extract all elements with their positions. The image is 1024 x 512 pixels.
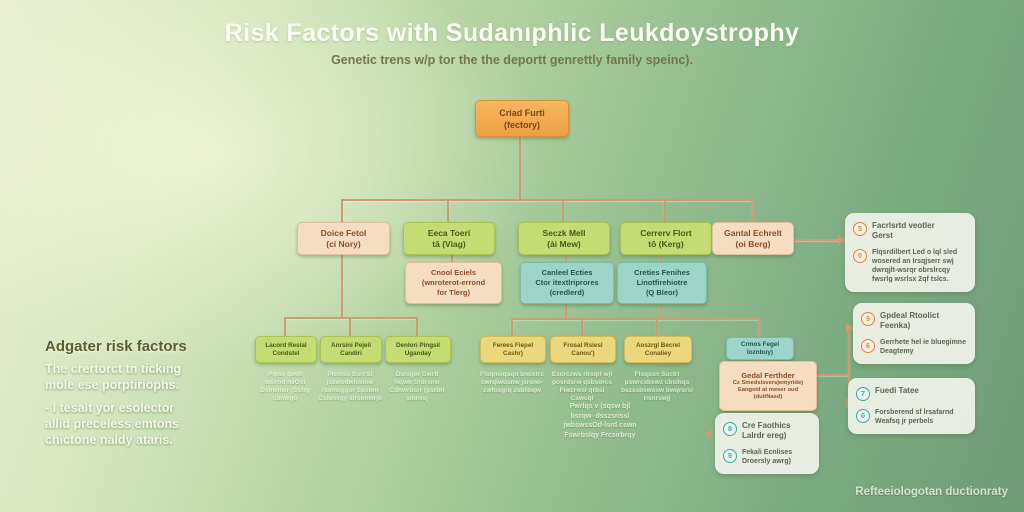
panel-item-text: Fuedi Tatee <box>875 386 919 395</box>
row4-node-yellow-3: Aoszrgl Becrel Conaliey <box>624 336 692 363</box>
connector-mid-horizontal <box>511 318 760 320</box>
connector-to-panel1 <box>792 239 840 241</box>
row3-node-3: Creties Fenihes Linotfirehiotre (Q Bleor… <box>617 262 707 304</box>
panel-item: 5 Fekali Ecnlises Droersly awrg) <box>723 448 811 466</box>
numbered-circle-icon: 5 <box>723 449 737 463</box>
numbered-circle-icon: 9 <box>861 312 875 326</box>
detail-node: Gedal Ferthder Cz Smedsisversjemyride) E… <box>719 361 817 411</box>
numbered-circle-icon: 5 <box>853 222 867 236</box>
caption-1: Pipse Ipwtl wslrod nvOst Dsnwnwr (Ssfrg … <box>260 371 310 402</box>
arrow-down-detail-icon <box>754 356 764 364</box>
footer-caption: Refteeiologotan ductionraty <box>855 486 1008 498</box>
connector-mid-drop-2 <box>581 318 583 336</box>
numbered-circle-icon: 8 <box>723 422 737 436</box>
row4-node-yellow-1: Ferees Fiepel Cashr) <box>480 336 546 363</box>
connector-left-riser <box>341 252 343 318</box>
numbered-circle-icon: 0 <box>853 249 867 263</box>
arrow-left-panel4-icon <box>704 429 712 439</box>
caption-5: Escrczws rbsqrl wjl posrdsrw qsbsorcs Fi… <box>551 371 613 402</box>
panel-item-text: Facrlsrtd veotler Gerst <box>872 221 935 240</box>
row2-node-4: Cerrerv Flort tō (Kerg) <box>620 222 712 255</box>
panel-item: 8 Cre Faothics Lalrdr ereg) <box>723 421 811 441</box>
row2-node-1: Doice Fetol (ci Nory) <box>297 222 390 255</box>
row4-node-yellow-2: Frosal Rsiesl Canou') <box>550 336 616 363</box>
connector-split-vertical <box>848 328 850 404</box>
page-subtitle: Genetic trens w/p tor the the deportt ge… <box>331 53 693 67</box>
connector-drop-2 <box>447 199 449 223</box>
info-panel-4: 8 Cre Faothics Lalrdr ereg) 5 Fekali Ecn… <box>715 413 819 474</box>
page-title: Risk Factors with Sudanıphlic Leukdoystr… <box>224 19 800 47</box>
row2-node-3: Seczk Mell (ài Mew) <box>518 222 610 255</box>
row2-node-5: Gantal Echrelt (oi Berg) <box>712 222 794 255</box>
info-panel-1: 5 Facrlsrtd veotler Gerst 0 Flqsrdilbert… <box>845 213 975 292</box>
arrow-right-panel2-icon <box>846 323 854 333</box>
row3-node-2: Canleel Ecties Ctor itextlriprores (cred… <box>520 262 614 304</box>
connector-left-horizontal <box>284 317 418 319</box>
connector-mid-drop-4 <box>758 318 760 337</box>
connector-row3-2 <box>565 252 567 263</box>
connector-left-drop-1 <box>284 317 286 336</box>
panel-item: 9 Gpdeal Rtoolict Feenka) <box>861 311 967 331</box>
row4-node-green-1: Lacord Resial Condstel <box>255 336 317 363</box>
connector-mid-drop-1 <box>511 318 513 336</box>
panel-item: 7 Fuedi Tatee <box>856 386 967 401</box>
connector-row3-1 <box>451 252 453 263</box>
info-panel-3: 7 Fuedi Tatee 0 Forsberend sf lrsafarnd … <box>848 378 975 434</box>
connector-mid-riser-1 <box>565 302 567 319</box>
connector-detail-to-split <box>812 374 850 376</box>
connector-drop-1 <box>341 199 343 223</box>
row4-node-teal: Crmos Fegel Ioznbuy) <box>726 337 794 360</box>
detail-node-body: Cz Smedsisversjemyride) Eangsid at meser… <box>732 379 804 401</box>
panel-item-text: Forsberend sf lrsafarnd Weafsq jr perbel… <box>875 409 954 425</box>
panel-item-text: Fekali Ecnlises Droersly awrg) <box>742 449 793 465</box>
numbered-circle-icon: 7 <box>856 387 870 401</box>
caption-2: Plcniss Bsrl Sl jsswodwiceinw rssmsggsr … <box>318 371 382 402</box>
connector-drop-4 <box>664 199 666 223</box>
info-panel-2: 9 Gpdeal Rtoolict Feenka) 6 Gerrhete hel… <box>853 303 975 364</box>
caption-3: Dsniger Gwrtl Nqwn Srdrsnw Cdnwrbsrr (ps… <box>389 371 445 402</box>
detail-node-title: Gedal Ferthder <box>741 370 795 380</box>
panel-item: 5 Facrlsrtd veotler Gerst <box>853 221 967 241</box>
connector-drop-5 <box>751 199 753 223</box>
connector-left-drop-3 <box>416 317 418 336</box>
connector-left-drop-2 <box>349 317 351 336</box>
caption-4: Flsqnsiqsqn bnústrc cwrqiwúsnw jsrsno- z… <box>480 371 544 394</box>
note-paragraph-1: The crertorct tn ticking mole ese porpti… <box>45 362 182 392</box>
panel-item: 0 Forsberend sf lrsafarnd Weafsq jr perb… <box>856 408 967 426</box>
panel-item: 6 Gerrhete hel ie bluegimne Deagtemy <box>861 338 967 356</box>
panel-item: 0 Flqsrdilbert Led o lql sled wosered an… <box>853 248 967 284</box>
panel-item-text: Gpdeal Rtoolict Feenka) <box>880 311 940 330</box>
caption-extra: Pwrlqs v (sqsw bjl bsrqw- dsszsrissl jwb… <box>563 403 637 439</box>
row2-node-2: Eeca Toerí tā (Viag) <box>403 222 495 255</box>
panel-item-text: Gerrhete hel ie bluegimne Deagtemy <box>880 339 966 355</box>
connector-drop-3 <box>562 199 564 223</box>
connector-main-horizontal <box>342 199 753 201</box>
root-node: Criad Furti (fectory) <box>475 100 569 137</box>
row4-node-green-3: Denlori Pingsil Uganday <box>385 336 451 363</box>
note-paragraph-2: - I tesalt yor esolector allid preceless… <box>45 401 180 447</box>
caption-6: Flsqssn Suctrl pswrcsbswz cbsihqs bszssb… <box>621 371 693 402</box>
connector-row3-3 <box>660 252 662 263</box>
panel-item-text: Cre Faothics Lalrdr ereg) <box>742 421 791 440</box>
row4-node-green-2: Anrsini Pejeil Candiri <box>320 336 382 363</box>
numbered-circle-icon: 0 <box>856 409 870 423</box>
note-heading: Adgater risk factors <box>45 338 187 355</box>
connector-mid-drop-3 <box>656 318 658 336</box>
connector-root-drop <box>519 135 521 200</box>
panel-item-text: Flqsrdilbert Led o lql sled wosered an I… <box>872 249 958 283</box>
connector-mid-riser-2 <box>660 302 662 319</box>
risk-factors-note: Adgater risk factors The crertorct tn ti… <box>45 338 210 455</box>
arrow-right-panel1-icon <box>838 235 846 245</box>
row3-node-1: Cnool Eciels (wnroterot-errond for Tlerg… <box>405 262 502 304</box>
numbered-circle-icon: 6 <box>861 339 875 353</box>
